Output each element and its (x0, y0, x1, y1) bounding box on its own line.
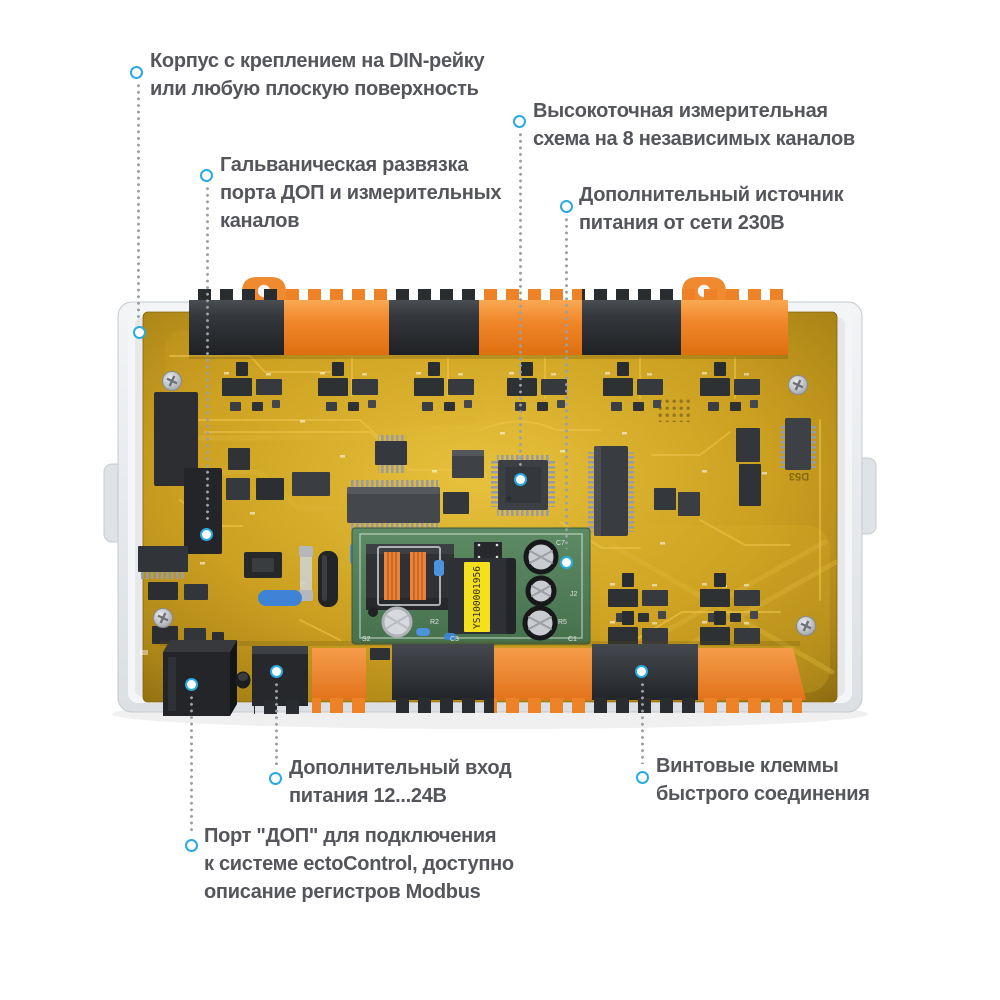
callout-psu230-marker-target (560, 556, 573, 569)
callout-line-text: описание регистров Modbus (204, 881, 481, 903)
callout-line-text: Гальваническая развязка (220, 154, 469, 176)
svg-text:C7: C7 (556, 540, 565, 547)
ref-designators: C7 J2 R5 C1 R2 C3 S2 (362, 540, 578, 643)
callout-dopport-marker-target (185, 678, 198, 691)
callout-line-text: питания от сети 230В (579, 212, 785, 234)
terminal-block-orange (681, 300, 788, 355)
terminal-block-orange (494, 648, 592, 700)
callout-measurement-marker-source (513, 115, 526, 128)
capacitors (368, 539, 559, 641)
callout-terminals-marker-source (636, 771, 649, 784)
callout-psu230-label: Дополнительный источник питания от сети … (579, 181, 844, 237)
callout-enclosure-leader (137, 84, 140, 322)
callout-enclosure-marker-source (130, 66, 143, 79)
terminal-block-orange (698, 648, 806, 700)
svg-text:C1: C1 (568, 636, 577, 643)
callout-line-text: Порт "ДОП" для подключения (204, 825, 497, 847)
via-grid (656, 396, 690, 422)
terminal-block-black (392, 644, 494, 700)
terminal-block-orange (284, 300, 389, 355)
transformer-ei (366, 544, 454, 610)
callout-auxpower-leader (275, 683, 278, 765)
svg-text:R5: R5 (558, 619, 567, 626)
callout-dopport-label: Порт "ДОП" для подключения к системе ect… (204, 822, 514, 906)
callout-line-text: схема на 8 независимых каналов (533, 128, 855, 150)
callout-line-text: каналов (220, 210, 300, 232)
terminal-block-black (189, 300, 284, 355)
dip-chip (588, 446, 634, 536)
psu-serial-label: YS100001956 (472, 566, 483, 629)
callout-terminals-label: Винтовые клеммы быстрого соединения (656, 752, 870, 808)
aux-power-connector (252, 646, 308, 714)
callout-dopport-marker-source (185, 839, 198, 852)
callout-line-text: к системе ectoControl, доступно (204, 853, 514, 875)
callout-enclosure-label: Корпус с креплением на DIN-рейку или люб… (150, 47, 485, 103)
callout-line-text: Корпус с креплением на DIN-рейку (150, 50, 485, 72)
callout-psu230-marker-source (560, 200, 573, 213)
callout-line-text: питания 12...24В (289, 785, 447, 807)
dop-port-connector (163, 640, 237, 716)
callout-psu230-leader (565, 218, 568, 549)
bottom-row-shadow (160, 641, 800, 646)
callout-line-text: Винтовые клеммы (656, 755, 839, 777)
callout-galvanic-label: Гальваническая развязка порта ДОП и изме… (220, 151, 501, 235)
center-ics (347, 435, 484, 530)
callout-measurement-label: Высокоточная измерительная схема на 8 не… (533, 97, 855, 153)
callout-line-text: Высокоточная измерительная (533, 100, 828, 122)
callout-galvanic-marker-target (200, 528, 213, 541)
svg-text:C3: C3 (450, 636, 459, 643)
callout-measurement-marker-target (514, 473, 527, 486)
callout-line-text: Дополнительный источник (579, 184, 844, 206)
callout-enclosure-marker-target (133, 326, 146, 339)
callout-auxpower-marker-source (269, 772, 282, 785)
callout-terminals-leader (641, 683, 644, 764)
callout-auxpower-marker-target (270, 665, 283, 678)
svg-text:J2: J2 (570, 591, 578, 598)
top-terminal-row (189, 277, 788, 355)
callout-galvanic-marker-source (200, 169, 213, 182)
bottom-terminal-row (163, 640, 806, 716)
right-ics (654, 418, 816, 516)
terminal-block-orange (312, 648, 366, 700)
terminal-block-orange (479, 300, 582, 355)
callout-line-text: порта ДОП и измерительных (220, 182, 502, 204)
svg-text:R2: R2 (430, 619, 439, 626)
callout-measurement-leader (519, 133, 522, 466)
transformer-black: YS100001956 (448, 558, 516, 634)
terminal-block-black (582, 300, 681, 355)
top-row-shadow (189, 353, 788, 359)
callout-line-text: быстрого соединения (656, 783, 870, 805)
psu-module: YS100001956 C7 J2 R5 C1 R2 C3 S2 (351, 527, 591, 645)
callout-line-text: Дополнительный вход (289, 757, 512, 779)
callout-dopport-leader (190, 696, 193, 832)
callout-galvanic-leader (206, 187, 209, 521)
callout-terminals-marker-target (635, 665, 648, 678)
optocoupler (474, 542, 502, 560)
callout-auxpower-label: Дополнительный вход питания 12...24В (289, 754, 512, 810)
svg-text:S2: S2 (362, 636, 371, 643)
callout-line-text: или любую плоскую поверхность (150, 78, 479, 100)
d53-marking: D53 (789, 470, 809, 482)
terminal-block-black (389, 300, 479, 355)
